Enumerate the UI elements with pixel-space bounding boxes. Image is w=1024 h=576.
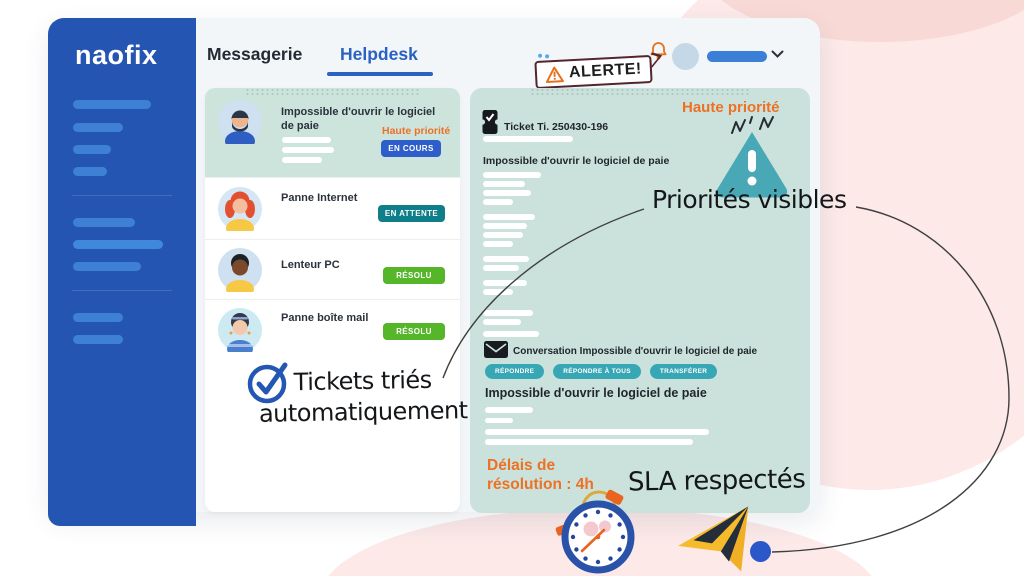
sidebar-placeholder-bar — [73, 100, 151, 109]
sidebar-placeholder-bar — [73, 240, 163, 249]
ticket-row[interactable]: Lenteur PC RÉSOLU — [205, 239, 460, 300]
halftone-texture — [530, 88, 750, 96]
annotation-priorities-visible: Priorités visibles — [652, 185, 847, 214]
avatar-bearded-man — [218, 100, 262, 144]
ticket-detail-panel: Ticket Ti. 250430-196 Impossible d'ouvri… — [470, 88, 810, 513]
text-placeholder — [485, 429, 709, 435]
text-placeholder — [483, 136, 573, 142]
ticket-row-selected[interactable]: Impossible d'ouvrir le logiciel de paie … — [205, 88, 460, 177]
stopwatch-illustration — [552, 488, 644, 576]
text-placeholder — [483, 265, 519, 271]
text-placeholder — [282, 157, 322, 163]
sidebar-placeholder-bar — [73, 145, 111, 154]
sidebar-divider — [72, 290, 172, 291]
connector-end-dot — [750, 541, 771, 562]
sidebar-placeholder-bar — [73, 262, 141, 271]
user-avatar[interactable] — [672, 43, 699, 70]
text-placeholder — [483, 181, 525, 187]
message-subject: Impossible d'ouvrir le logiciel de paie — [485, 386, 707, 400]
ticket-icon — [482, 110, 498, 134]
text-placeholder — [483, 319, 521, 325]
text-placeholder — [483, 232, 523, 238]
ticket-list-panel: Impossible d'ouvrir le logiciel de paie … — [205, 88, 460, 512]
ticket-title: Panne boîte mail — [281, 312, 369, 324]
ticket-subject: Impossible d'ouvrir le logiciel de paie — [483, 155, 670, 167]
reply-all-button[interactable]: RÉPONDRE À TOUS — [553, 364, 641, 379]
check-circle-icon — [243, 358, 297, 406]
text-placeholder — [483, 310, 533, 316]
avatar-woman-headband — [218, 308, 262, 352]
sla-delay-label: Délais de résolution : 4h — [487, 457, 594, 494]
notification-bell-icon[interactable] — [650, 41, 667, 61]
avatar-man-yellow-shirt — [218, 248, 262, 292]
alert-sticker-label: ALERTE! — [568, 60, 643, 82]
text-placeholder — [483, 214, 535, 220]
paper-plane-illustration — [673, 506, 757, 576]
text-placeholder — [483, 289, 513, 295]
conversation-actions: RÉPONDRE RÉPONDRE À TOUS TRANSFÉRER — [485, 364, 718, 379]
text-placeholder — [483, 172, 541, 178]
sidebar-placeholder-bar — [73, 313, 123, 322]
ticket-title: Impossible d'ouvrir le logiciel de paie — [281, 106, 436, 132]
text-placeholder — [483, 241, 513, 247]
chevron-down-icon[interactable] — [771, 50, 784, 59]
ticket-reference: Ticket Ti. 250430-196 — [504, 121, 609, 133]
sidebar-divider — [72, 195, 172, 196]
envelope-icon — [484, 341, 508, 358]
text-placeholder — [483, 280, 527, 286]
text-placeholder — [485, 439, 693, 445]
priority-label: Haute priorité — [382, 125, 451, 137]
sidebar-placeholder-bar — [73, 123, 123, 132]
text-placeholder — [485, 418, 513, 423]
status-badge-resolu[interactable]: RÉSOLU — [383, 323, 445, 340]
avatar-red-haired-woman — [218, 187, 262, 231]
priority-label-detail: Haute priorité — [682, 99, 780, 116]
text-placeholder — [282, 147, 334, 153]
text-placeholder — [483, 223, 527, 229]
sidebar-placeholder-bar — [73, 167, 107, 176]
ticket-row[interactable]: Panne boîte mail RÉSOLU — [205, 299, 460, 360]
text-placeholder — [483, 199, 513, 205]
ticket-row[interactable]: Panne Internet EN ATTENTE — [205, 177, 460, 240]
text-placeholder — [483, 256, 529, 262]
brand-logo: naofix — [75, 40, 158, 70]
halftone-texture — [245, 88, 420, 96]
annotation-sla-respected: SLA respectés — [627, 464, 806, 498]
text-placeholder — [483, 331, 539, 337]
annotation-tickets-sorted: Tickets triés automatiquement — [258, 365, 468, 429]
sidebar: naofix — [48, 18, 196, 526]
reply-button[interactable]: RÉPONDRE — [485, 364, 545, 379]
status-badge-en-attente[interactable]: EN ATTENTE — [378, 205, 445, 222]
text-placeholder — [282, 137, 331, 143]
warning-triangle-icon — [545, 65, 565, 83]
active-tab-underline — [327, 72, 433, 76]
text-placeholder — [485, 407, 533, 413]
tab-messagerie[interactable]: Messagerie — [207, 44, 303, 64]
tab-helpdesk[interactable]: Helpdesk — [340, 44, 418, 64]
high-priority-triangle-icon — [702, 114, 802, 200]
status-badge-en-cours[interactable]: EN COURS — [381, 140, 441, 157]
conversation-title: Conversation Impossible d'ouvrir le logi… — [513, 346, 758, 357]
ticket-title: Lenteur PC — [281, 259, 340, 271]
alert-sticker: ALERTE! — [534, 52, 662, 90]
forward-button[interactable]: TRANSFÉRER — [649, 364, 718, 379]
text-placeholder — [483, 190, 531, 196]
sidebar-placeholder-bar — [73, 218, 135, 227]
ticket-title: Panne Internet — [281, 192, 358, 204]
user-name-placeholder — [707, 51, 767, 62]
status-badge-resolu[interactable]: RÉSOLU — [383, 267, 445, 284]
sidebar-placeholder-bar — [73, 335, 123, 344]
